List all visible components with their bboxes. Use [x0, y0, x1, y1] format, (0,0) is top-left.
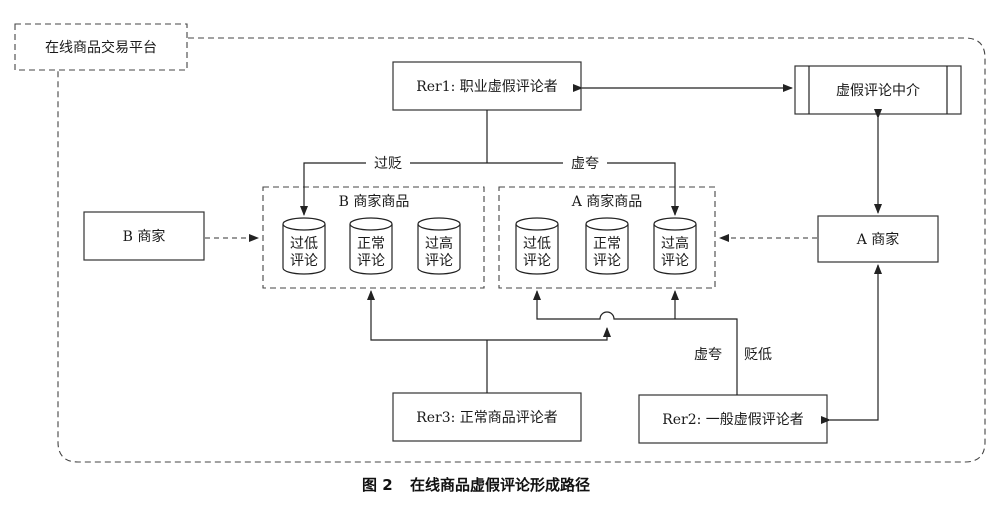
a-review-normal: 正常 评论 [585, 217, 629, 275]
b-review-normal: 正常 评论 [349, 217, 393, 275]
merchant-b-node: B 商家 [83, 211, 205, 261]
agency-label: 虚假评论中介 [836, 83, 920, 99]
rer2-label: Rer2: 一般虚假评论者 [662, 412, 804, 428]
svg-text:过高: 过高 [425, 235, 453, 252]
edge-rer2-low [533, 290, 675, 320]
merchant-b-label: B 商家 [123, 228, 166, 245]
edge-label-belittle-2: 贬低 [744, 347, 772, 363]
edge-rer2-merchant-a [821, 264, 882, 424]
a-review-high: 过高 评论 [653, 217, 697, 275]
figure-number: 图 2 [362, 476, 393, 494]
b-goods-title: B 商家商品 [339, 193, 410, 210]
a-review-low: 过低 评论 [515, 217, 559, 275]
edge-label-exaggerate-2: 虚夸 [694, 347, 722, 363]
b-goods-group: B 商家商品 过低 评论 正常 评论 过高 评论 [262, 186, 485, 289]
edge-rer3-a [487, 327, 611, 341]
platform-label-box: 在线商品交易平台 [14, 23, 188, 71]
edge-label-exaggerate: 虚夸 [571, 156, 599, 172]
svg-text:评论: 评论 [661, 253, 689, 269]
a-goods-group: A 商家商品 过低 评论 正常 评论 过高 评论 [498, 186, 716, 289]
svg-text:过低: 过低 [523, 236, 551, 252]
a-goods-title: A 商家商品 [571, 193, 643, 210]
b-review-high: 过高 评论 [417, 217, 461, 275]
svg-text:评论: 评论 [290, 253, 318, 269]
rer1-label: Rer1: 职业虚假评论者 [416, 79, 558, 95]
svg-text:评论: 评论 [523, 253, 551, 269]
merchant-a-node: A 商家 [817, 215, 939, 263]
edge-rer1-exaggerate-a [487, 162, 679, 216]
svg-text:过高: 过高 [661, 235, 689, 252]
edge-rer2-trunk [675, 318, 738, 395]
platform-label: 在线商品交易平台 [45, 39, 157, 56]
edge-label-belittle: 过贬 [374, 156, 402, 172]
svg-text:评论: 评论 [425, 253, 453, 269]
agency-node: 虚假评论中介 [794, 65, 962, 115]
svg-text:过低: 过低 [290, 236, 318, 252]
svg-text:评论: 评论 [357, 253, 385, 269]
rer2-node: Rer2: 一般虚假评论者 [638, 394, 828, 444]
svg-text:正常: 正常 [593, 236, 621, 252]
figure-title: 在线商品虚假评论形成路径 [410, 476, 590, 494]
svg-text:评论: 评论 [593, 253, 621, 269]
edge-rer1-belittle-b [300, 162, 487, 216]
rer3-node: Rer3: 正常商品评论者 [392, 392, 582, 442]
svg-text:正常: 正常 [357, 236, 385, 252]
merchant-a-label: A 商家 [856, 231, 900, 248]
platform-boundary [57, 37, 986, 463]
rer3-label: Rer3: 正常商品评论者 [416, 410, 558, 426]
b-review-low: 过低 评论 [282, 217, 326, 275]
rer1-node: Rer1: 职业虚假评论者 [392, 61, 582, 111]
edge-rer3-b [367, 290, 487, 341]
